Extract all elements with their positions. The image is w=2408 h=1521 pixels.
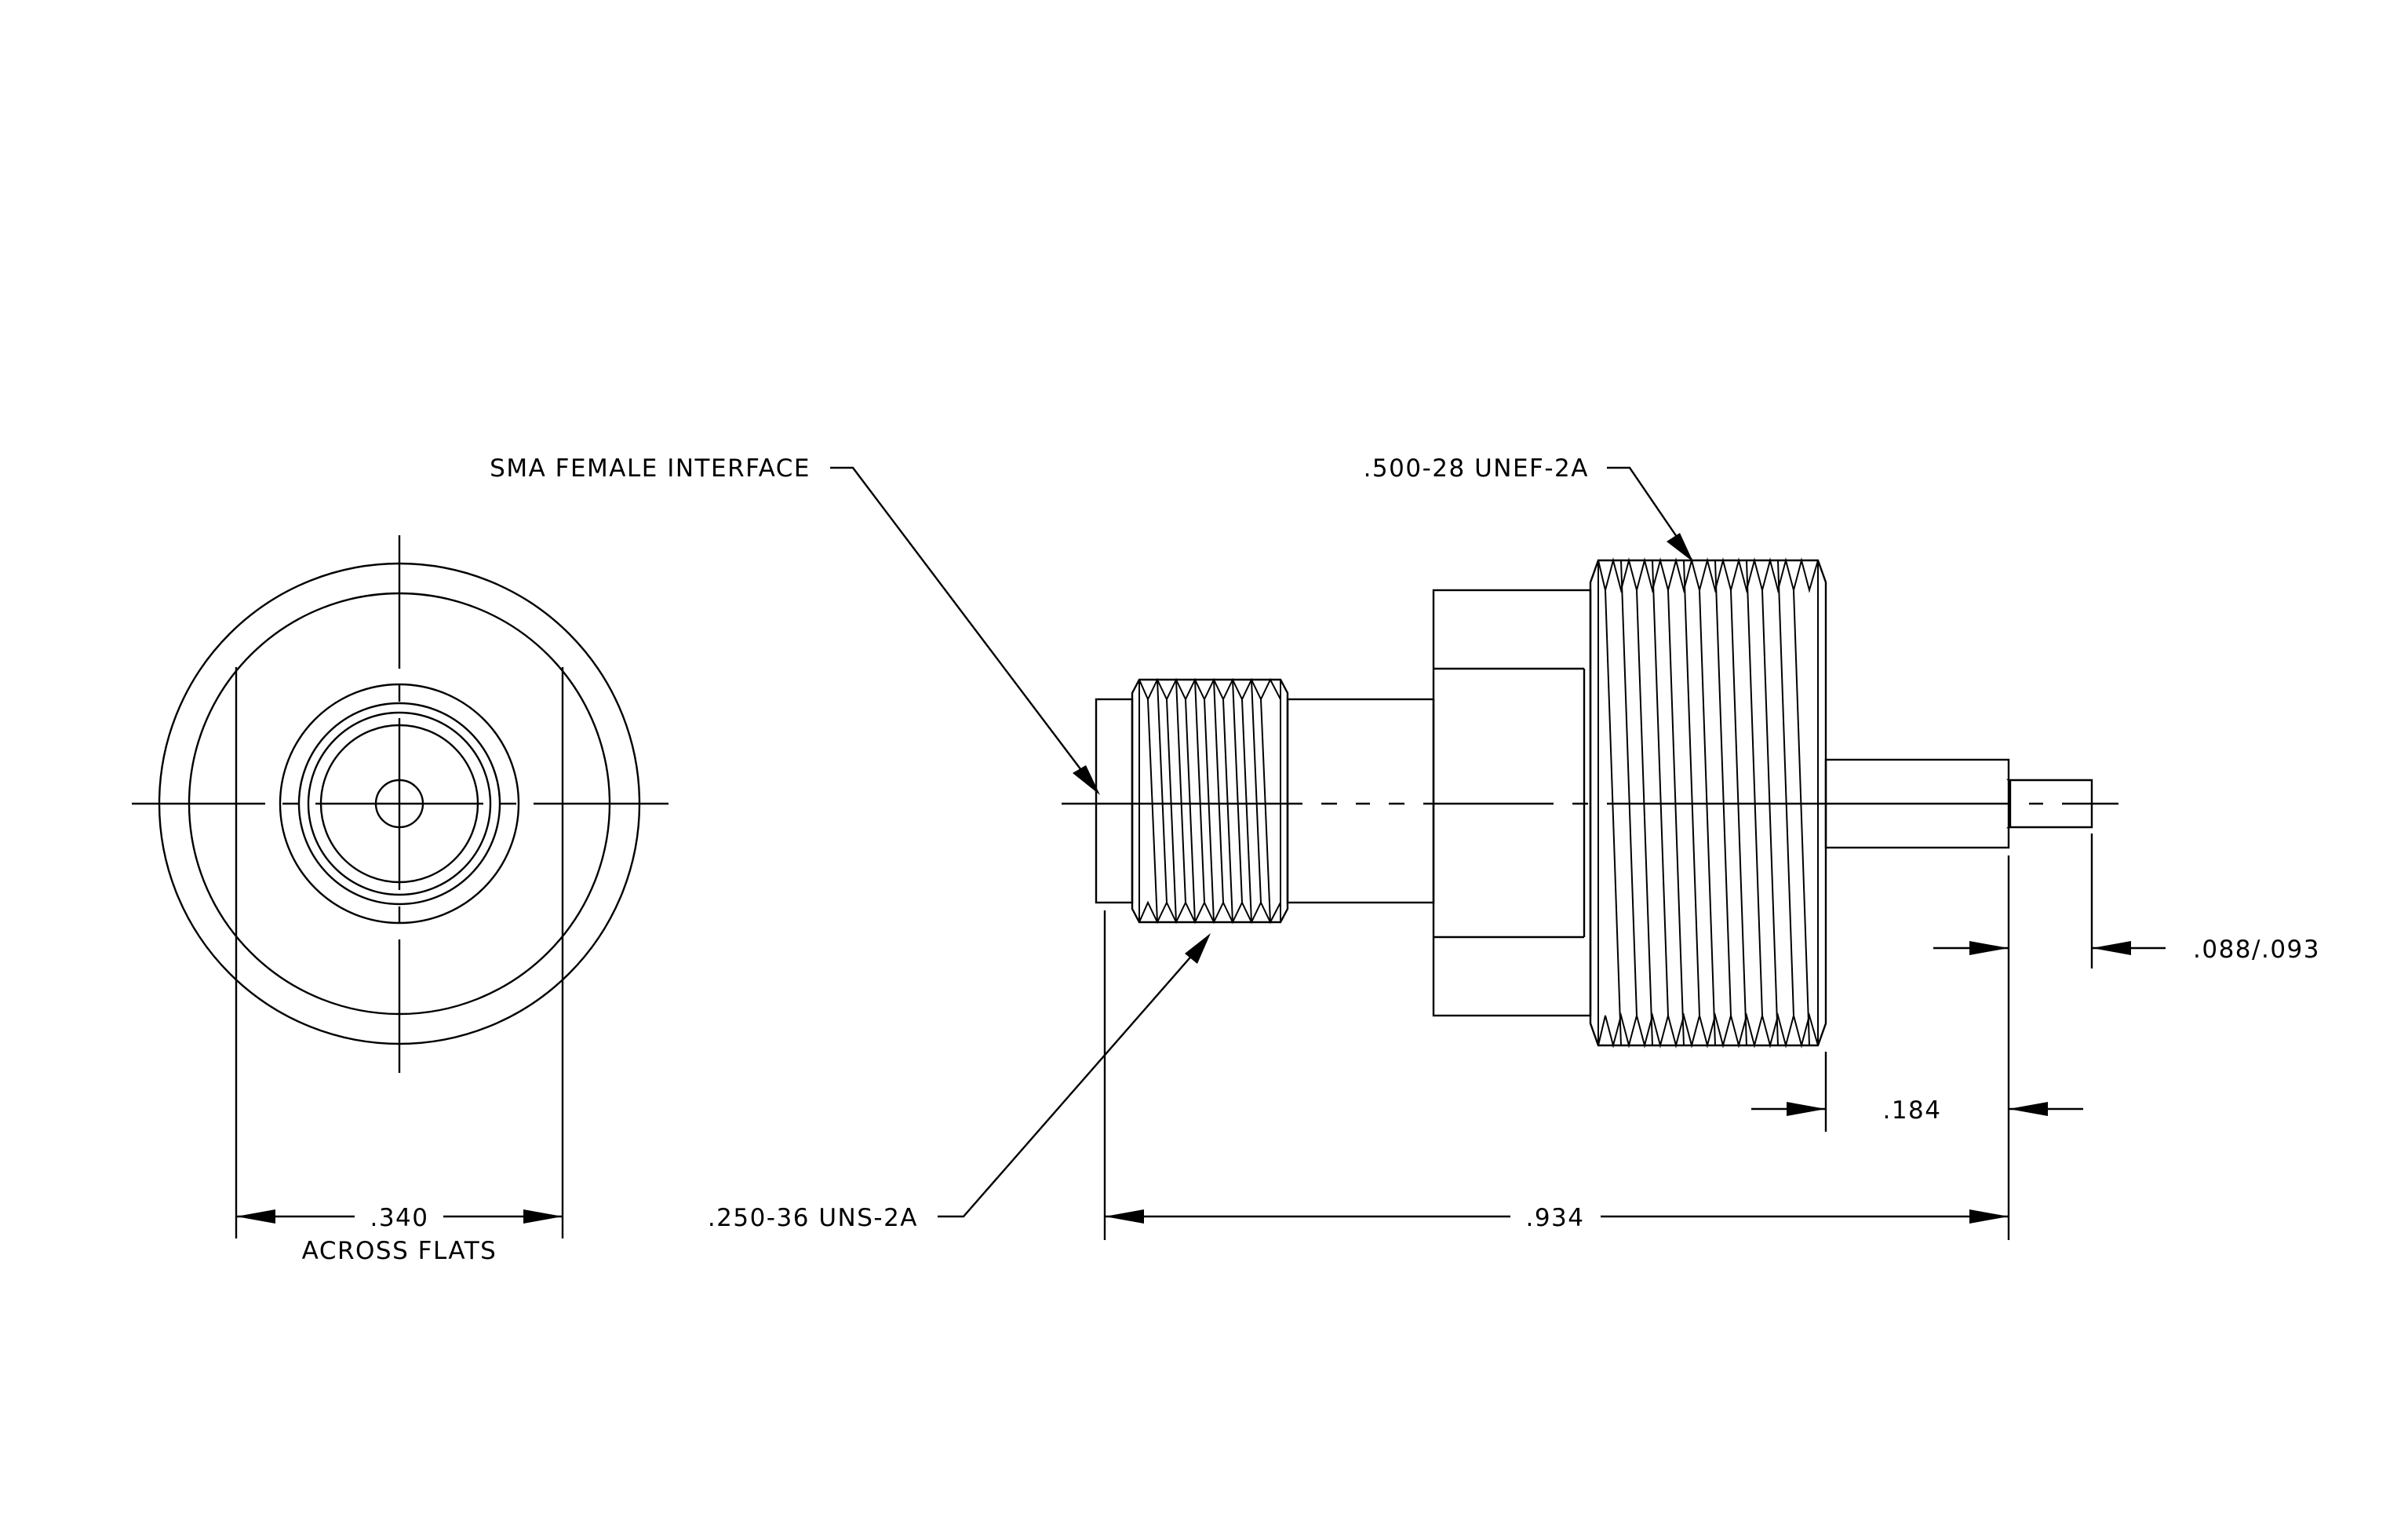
pin-diameter-value: .088/.093 [2193,936,2320,964]
sma-interface-arrowhead [1073,765,1100,795]
across-flats-arrow-left [236,1209,275,1224]
across-flats-arrow-right [523,1209,563,1224]
overall-length-arrow-left [1105,1209,1144,1224]
end-view-coupling-ring-inner [307,711,492,896]
callout-thread-large: .500-28 UNEF-2A [1364,454,1693,562]
side-view: .934 .184 .088/.093 [1062,557,2320,1240]
callout-thread-small: .250-36 UNS-2A [708,933,1211,1232]
thread-small-label: .250-36 UNS-2A [708,1204,918,1232]
sma-interface-label: SMA FEMALE INTERFACE [490,454,811,483]
overall-length-value: .934 [1525,1204,1584,1232]
thread-large-arrowhead [1667,533,1693,562]
thread-large-leader [1607,466,1686,550]
pin-diameter-arrow-left [1969,941,2009,955]
across-flats-value: .340 [370,1204,428,1232]
pin-diameter-arrow-right [2092,941,2131,955]
pin-length-arrow-left [1787,1102,1826,1116]
across-flats-note: ACROSS FLATS [302,1237,497,1265]
pin-length-arrow-right [2009,1102,2048,1116]
sma-interface-leader [830,466,1091,783]
overall-length-arrow-right [1969,1209,2009,1224]
sma-interface-face [1095,698,1134,904]
callout-sma-interface: SMA FEMALE INTERFACE [490,454,1100,795]
large-thread [1589,557,1827,1049]
end-view: .340 ACROSS FLATS [132,535,668,1265]
pin-length-value: .184 [1882,1096,1941,1125]
body-neck [1286,698,1435,904]
small-thread [1131,677,1289,925]
thread-small-arrowhead [1185,933,1211,964]
thread-small-leader [938,945,1201,1218]
rear-pin-tip [2006,779,2093,829]
thread-large-label: .500-28 UNEF-2A [1364,454,1589,483]
